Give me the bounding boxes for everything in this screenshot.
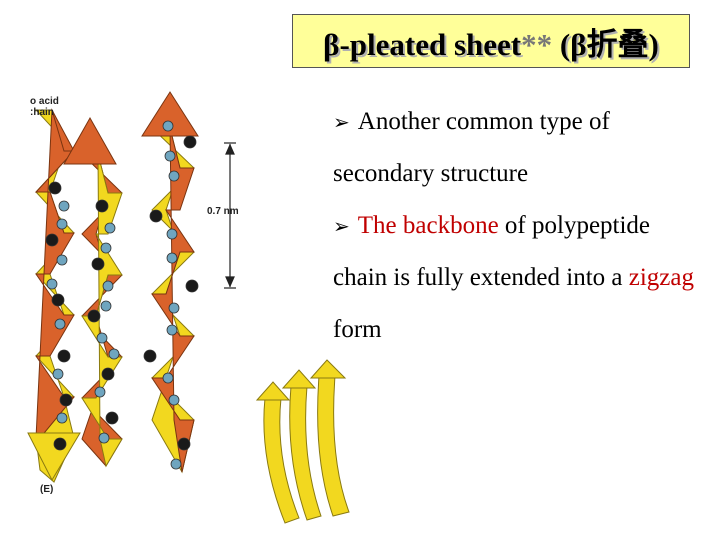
atom-blue	[58, 200, 70, 212]
atom-blue	[168, 394, 180, 406]
panel-label: (E)	[40, 484, 54, 495]
atom-black	[177, 437, 191, 451]
atom-blue	[52, 368, 64, 380]
backbone-highlight: The backbone	[357, 212, 499, 239]
distance-label: 0.7 nm	[207, 206, 239, 217]
atom-black	[48, 181, 62, 195]
atom-blue	[98, 432, 110, 444]
distance-marker	[224, 142, 236, 289]
zigzag-highlight: zigzag	[628, 264, 694, 291]
atom-black	[95, 199, 109, 213]
atom-black	[59, 393, 73, 407]
ribbon-3	[317, 375, 350, 517]
title-stars: **	[521, 26, 553, 62]
strand-3	[141, 91, 199, 474]
atom-black	[149, 209, 163, 223]
atom-blue	[166, 252, 178, 264]
acid-chain-label: o acid:hain	[30, 96, 59, 118]
bullet-item: ➢Another common type of secondary struct…	[333, 96, 708, 200]
atom-black	[53, 437, 67, 451]
atom-black	[105, 411, 119, 425]
atom-blue	[100, 300, 112, 312]
atom-black	[57, 349, 71, 363]
strand-3-arrowhead	[141, 91, 199, 137]
title-paren: (β折叠)	[552, 26, 659, 62]
atom-black	[143, 349, 157, 363]
atom-blue	[162, 372, 174, 384]
strand-3-orange	[151, 127, 195, 473]
marker-arrow-up	[225, 143, 235, 155]
atom-blue	[168, 302, 180, 314]
ribbon-2	[289, 385, 322, 521]
atom-blue	[166, 324, 178, 336]
ribbon-3-arrowhead	[309, 359, 347, 379]
bullet-2-text: of polypeptide chain is fully extended i…	[333, 212, 651, 291]
atom-blue	[162, 120, 174, 132]
atom-blue	[168, 170, 180, 182]
beta-sheet-figure	[27, 91, 236, 483]
atom-blue	[56, 412, 68, 424]
atom-black	[91, 257, 105, 271]
atom-black	[45, 233, 59, 247]
atom-blue	[46, 278, 58, 290]
arrowhead-bullet-icon: ➢	[333, 110, 350, 134]
backbone-atoms	[45, 120, 199, 470]
arrowhead-bullet-icon: ➢	[333, 214, 350, 238]
atom-blue	[164, 150, 176, 162]
strand-2-arrowhead	[63, 116, 117, 165]
atom-blue	[56, 254, 68, 266]
atom-black	[101, 367, 115, 381]
curved-sheet-ribbons	[255, 359, 350, 524]
atom-blue	[96, 332, 108, 344]
atom-blue	[170, 458, 182, 470]
marker-arrow-down	[225, 276, 235, 288]
bullet-2-tail: form	[333, 316, 382, 343]
atom-black	[87, 309, 101, 323]
bullet-1-text: Another common type of secondary structu…	[333, 108, 610, 187]
atom-blue	[102, 280, 114, 292]
ribbon-1-arrowhead	[255, 381, 291, 401]
bullet-list: ➢Another common type of secondary struct…	[333, 96, 708, 356]
bullet-item: ➢ The backbone of polypeptide chain is fu…	[333, 200, 708, 356]
atom-black	[183, 135, 197, 149]
ribbon-2-arrowhead	[281, 369, 317, 389]
atom-black	[185, 279, 199, 293]
atom-blue	[94, 386, 106, 398]
atom-black	[51, 293, 65, 307]
atom-blue	[166, 228, 178, 240]
atom-blue	[54, 318, 66, 330]
strand-1-arrowhead	[27, 432, 81, 482]
title-main: β-pleated sheet	[323, 26, 522, 62]
atom-blue	[56, 218, 68, 230]
label-chain: :hain	[30, 107, 54, 118]
title-box: β-pleated sheet** (β折叠)	[292, 14, 690, 68]
ribbon-1	[263, 397, 300, 524]
atom-blue	[108, 348, 120, 360]
atom-blue	[104, 222, 116, 234]
slide-title: β-pleated sheet** (β折叠)	[323, 19, 659, 64]
atom-blue	[100, 242, 112, 254]
label-acid: o acid	[30, 96, 59, 107]
